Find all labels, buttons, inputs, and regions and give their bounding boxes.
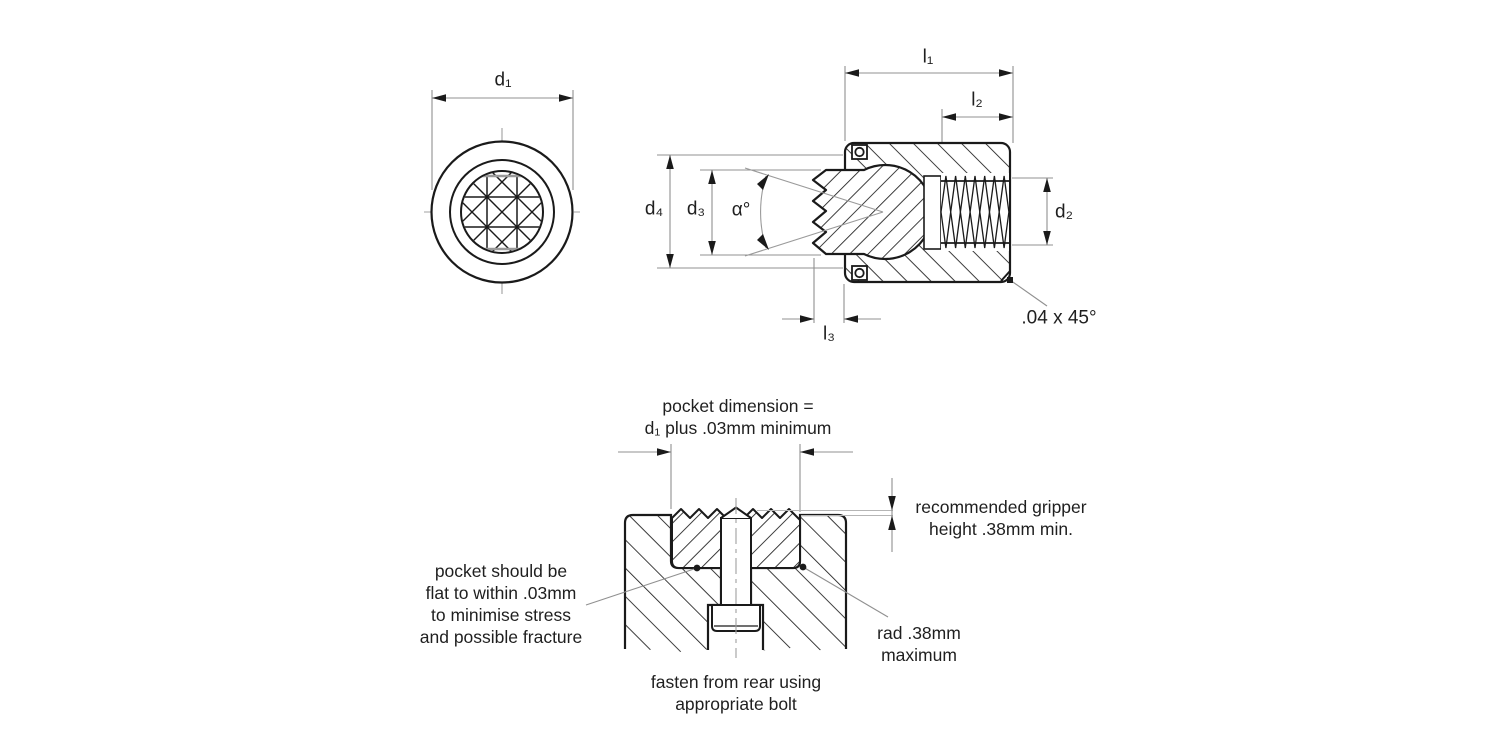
crimp-retainers [851, 144, 868, 281]
d1-dimension [431, 90, 574, 190]
spacer-washer [923, 175, 942, 250]
side-dimension-arrows [666, 69, 1051, 323]
height-note-line2: height .38mm min. [929, 519, 1073, 539]
chamfer-note: .04 x 45° [1021, 307, 1097, 329]
flatness-note-line4: and possible fracture [419, 627, 583, 647]
pocket-note-line2: d₁ plus .03mm minimum [644, 418, 832, 438]
alpha-angle [744, 167, 884, 257]
side-extension-lines [657, 66, 1053, 323]
flatness-note: pocket should be flat to within .03mm to… [420, 560, 582, 648]
d1-label: d₁ [494, 69, 512, 91]
flatness-note-line1: pocket should be [434, 561, 568, 581]
fastening-note: fasten from rear using appropriate bolt [651, 671, 821, 715]
d4-label: d₄ [644, 198, 664, 220]
l3-label: l₃ [823, 323, 835, 345]
radius-note: rad .38mm maximum [877, 622, 961, 666]
radius-note-line2: maximum [881, 645, 957, 665]
leader-lines [585, 563, 889, 618]
height-note-line1: recommended gripper [915, 497, 1087, 517]
radius-note-line1: rad .38mm [877, 623, 961, 643]
flatness-note-line2: flat to within .03mm [425, 583, 577, 603]
fasten-note-line1: fasten from rear using [650, 672, 822, 692]
pocket-dimension [618, 444, 853, 512]
front-view [424, 90, 580, 296]
ball-and-serrated-head [811, 163, 934, 261]
alpha-label: α° [731, 199, 751, 221]
l1-label: l₁ [922, 46, 934, 68]
gripper-height-dimension [757, 478, 896, 552]
d2-label: d₂ [1055, 201, 1073, 223]
internal-thread [940, 173, 1010, 251]
gripper-height-note: recommended gripper height .38mm min. [915, 496, 1086, 540]
install-view [585, 444, 896, 658]
flatness-note-line3: to minimise stress [430, 605, 572, 625]
pocket-dimension-note: pocket dimension = d₁ plus .03mm minimum [645, 395, 832, 439]
d3-label: d₃ [686, 198, 706, 220]
pocket-note-line1: pocket dimension = [662, 396, 814, 416]
workpiece-hatch [625, 515, 846, 655]
fasten-note-line2: appropriate bolt [675, 694, 797, 714]
chamfer-callout [1000, 270, 1048, 307]
side-view [657, 66, 1053, 323]
l2-label: l₂ [971, 89, 983, 111]
